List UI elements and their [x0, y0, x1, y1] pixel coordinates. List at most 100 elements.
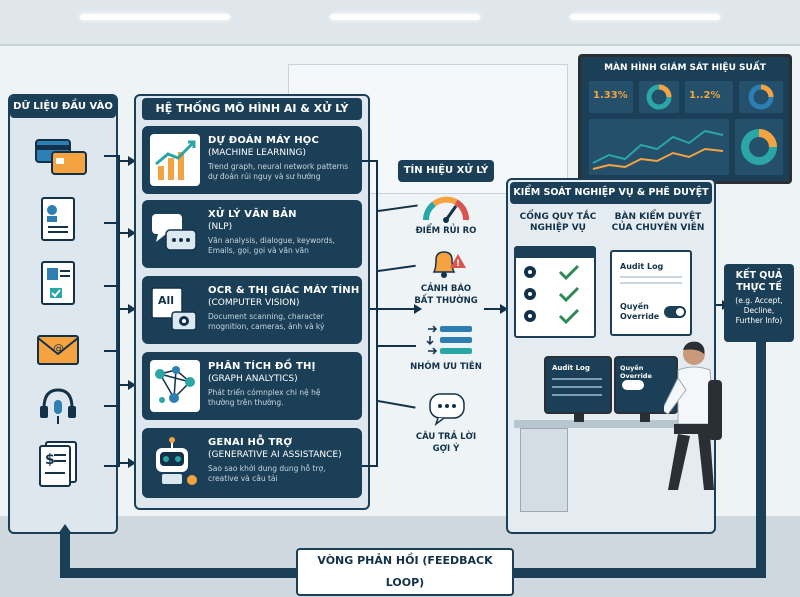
pie-chart-icon	[735, 119, 783, 175]
arrow-to-priority2	[378, 345, 416, 347]
result-desc: (e.g. Accept,	[735, 296, 783, 305]
arrow-to-graph	[118, 384, 130, 386]
arrow-to-ocr	[118, 308, 130, 310]
signal-risk-label: ĐIỂM RỦI RO	[415, 226, 477, 236]
svg-text:$: $	[45, 452, 55, 468]
module-desc: dự đoán rủi nguy và sư hướng	[208, 172, 321, 181]
ceiling-light	[570, 14, 720, 20]
arrow-to-nlp	[118, 232, 130, 234]
module-desc: Document scanning, character	[208, 312, 324, 321]
arrow-head	[500, 304, 508, 314]
line-chart-icon	[589, 119, 729, 175]
screen-line	[552, 394, 602, 396]
module-title: PHÂN TÍCH ĐỒ THỊ	[208, 361, 316, 372]
log-line	[620, 276, 682, 278]
module-desc: Trend graph, neural network patterns	[208, 162, 349, 171]
connector	[118, 155, 120, 467]
chart-icon	[150, 134, 200, 186]
module-desc: Phát triển cómnplex chi nệ hệ	[208, 388, 321, 397]
module-title: XỬ LÝ VĂN BẢN	[208, 209, 297, 220]
ceiling	[0, 0, 800, 46]
id-card-icon	[38, 260, 78, 308]
signal-alert-label: CẢNH BÁO	[420, 284, 472, 294]
arrow-to-genai	[118, 462, 130, 464]
connector	[104, 405, 118, 407]
arrow-head	[128, 458, 136, 468]
module-graph: PHÂN TÍCH ĐỒ THỊ (GRAPH ANALYTICS) Phát …	[142, 352, 362, 420]
control-title: KIỂM SOÁT NGHIỆP VỤ & PHÊ DUYỆT	[510, 182, 712, 204]
module-ocr: All OCR & THỊ GIÁC MÁY TÍNH (COMPUTER VI…	[142, 276, 362, 344]
module-subtitle: (NLP)	[208, 222, 233, 232]
donut-icon	[739, 81, 783, 113]
connector	[362, 465, 378, 467]
svg-text:@: @	[53, 342, 64, 355]
reply-bubble-icon	[428, 392, 468, 427]
module-desc: Emails, gọi, gọi và văn văn	[208, 246, 309, 255]
module-desc: Sao sao khởi dung dung hỗ trợ,	[208, 464, 326, 473]
signal-reply-label: CÂU TRẢ LỜI	[415, 432, 477, 442]
kpi-tile: 1..2%	[685, 81, 733, 113]
arrow-to-control	[484, 308, 502, 310]
connector	[104, 222, 118, 224]
screen-line	[552, 386, 602, 388]
rules-gate-title: CỔNG QUY TẮC NGHIỆP VỤ	[512, 212, 604, 234]
performance-monitor: MÀN HÌNH GIÁM SÁT HIỆU SUẤT 1.33% 1..2%	[578, 54, 792, 184]
reviewer-person-icon	[661, 340, 734, 510]
window-bar	[516, 248, 594, 258]
result-title: KẾT QUẢ	[735, 270, 783, 281]
module-desc: rnognition, cameras, ảnh và ký	[208, 322, 325, 331]
ceiling-light	[330, 14, 480, 20]
audit-log-label: Audit Log	[620, 262, 664, 271]
ai-system-title: HỆ THỐNG MÔ HÌNH AI & XỬ LÝ	[142, 98, 362, 120]
monitor-stand	[574, 414, 584, 422]
graph-icon	[150, 360, 200, 412]
camera-icon: All	[150, 284, 200, 336]
review-desk-line: CỦA CHUYÊN VIÊN	[611, 223, 705, 233]
arrow-head	[128, 380, 136, 390]
arrow-to-priority	[370, 308, 416, 310]
actual-result-box: KẾT QUẢ THỰC TẾ (e.g. Accept, Decline, F…	[724, 264, 794, 342]
arrow-head	[128, 304, 136, 314]
override-line: Quyền	[620, 302, 649, 311]
screen-toggle	[622, 380, 644, 390]
priority-list-icon	[426, 322, 476, 358]
log-line	[620, 282, 682, 284]
signal-priority-label: NHÓM ƯU TIÊN	[410, 362, 482, 372]
feedback-loop-label: VÒNG PHẢN HỒI (FEEDBACK LOOP)	[296, 548, 514, 596]
module-genai: GENAI HỖ TRỢ (GENERATIVE AI ASSISTANCE) …	[142, 428, 362, 498]
desk-override-label: Quyền Override	[620, 364, 652, 380]
kpi-value: 1..2%	[689, 90, 721, 101]
module-desc: Văn analysis, dialogue, keywords,	[208, 236, 335, 245]
bell-alert-icon: !	[428, 248, 468, 280]
module-title: OCR & THỊ GIÁC MÁY TÍNH	[208, 285, 360, 296]
connector	[104, 285, 118, 287]
feedback-line-left	[60, 534, 70, 578]
email-icon: @	[36, 330, 80, 370]
override-toggle[interactable]	[664, 306, 686, 318]
module-subtitle: (COMPUTER VISION)	[208, 298, 300, 308]
rules-gate-line: CỔNG QUY TẮC	[519, 212, 597, 222]
rules-checklist-icon	[524, 264, 580, 325]
monitor-stand	[640, 414, 650, 422]
desk-drawers	[520, 428, 568, 512]
arrow-head	[128, 228, 136, 238]
override-line: Override	[620, 312, 660, 321]
signals-title: TÍN HIỆU XỬ LÝ	[398, 160, 494, 182]
connector	[104, 465, 118, 467]
review-desk-line: BÀN KIỂM DUYỆT	[614, 212, 702, 222]
connector	[376, 160, 378, 467]
review-desk-title: BÀN KIỂM DUYỆT CỦA CHUYÊN VIÊN	[604, 212, 712, 234]
arrow-head	[128, 156, 136, 166]
arrow-to-result	[716, 304, 726, 306]
module-nlp: XỬ LÝ VĂN BẢN (NLP) Văn analysis, dialog…	[142, 200, 362, 268]
module-machine-learning: DỰ ĐOÁN MÁY HỌC (MACHINE LEARNING) Trend…	[142, 126, 362, 194]
result-title: THỰC TẾ	[736, 282, 782, 293]
signal-alert-label: BẤT THƯỜNG	[414, 296, 478, 306]
invoice-icon: $	[36, 440, 80, 490]
input-title: DỮ LIỆU ĐẦU VÀO	[10, 96, 116, 118]
ocr-sample-text: All	[158, 294, 175, 307]
screen-line	[552, 378, 602, 380]
module-desc: creative và câu tải	[208, 474, 278, 483]
ceiling-light	[80, 14, 230, 20]
person-document-icon	[38, 196, 78, 244]
